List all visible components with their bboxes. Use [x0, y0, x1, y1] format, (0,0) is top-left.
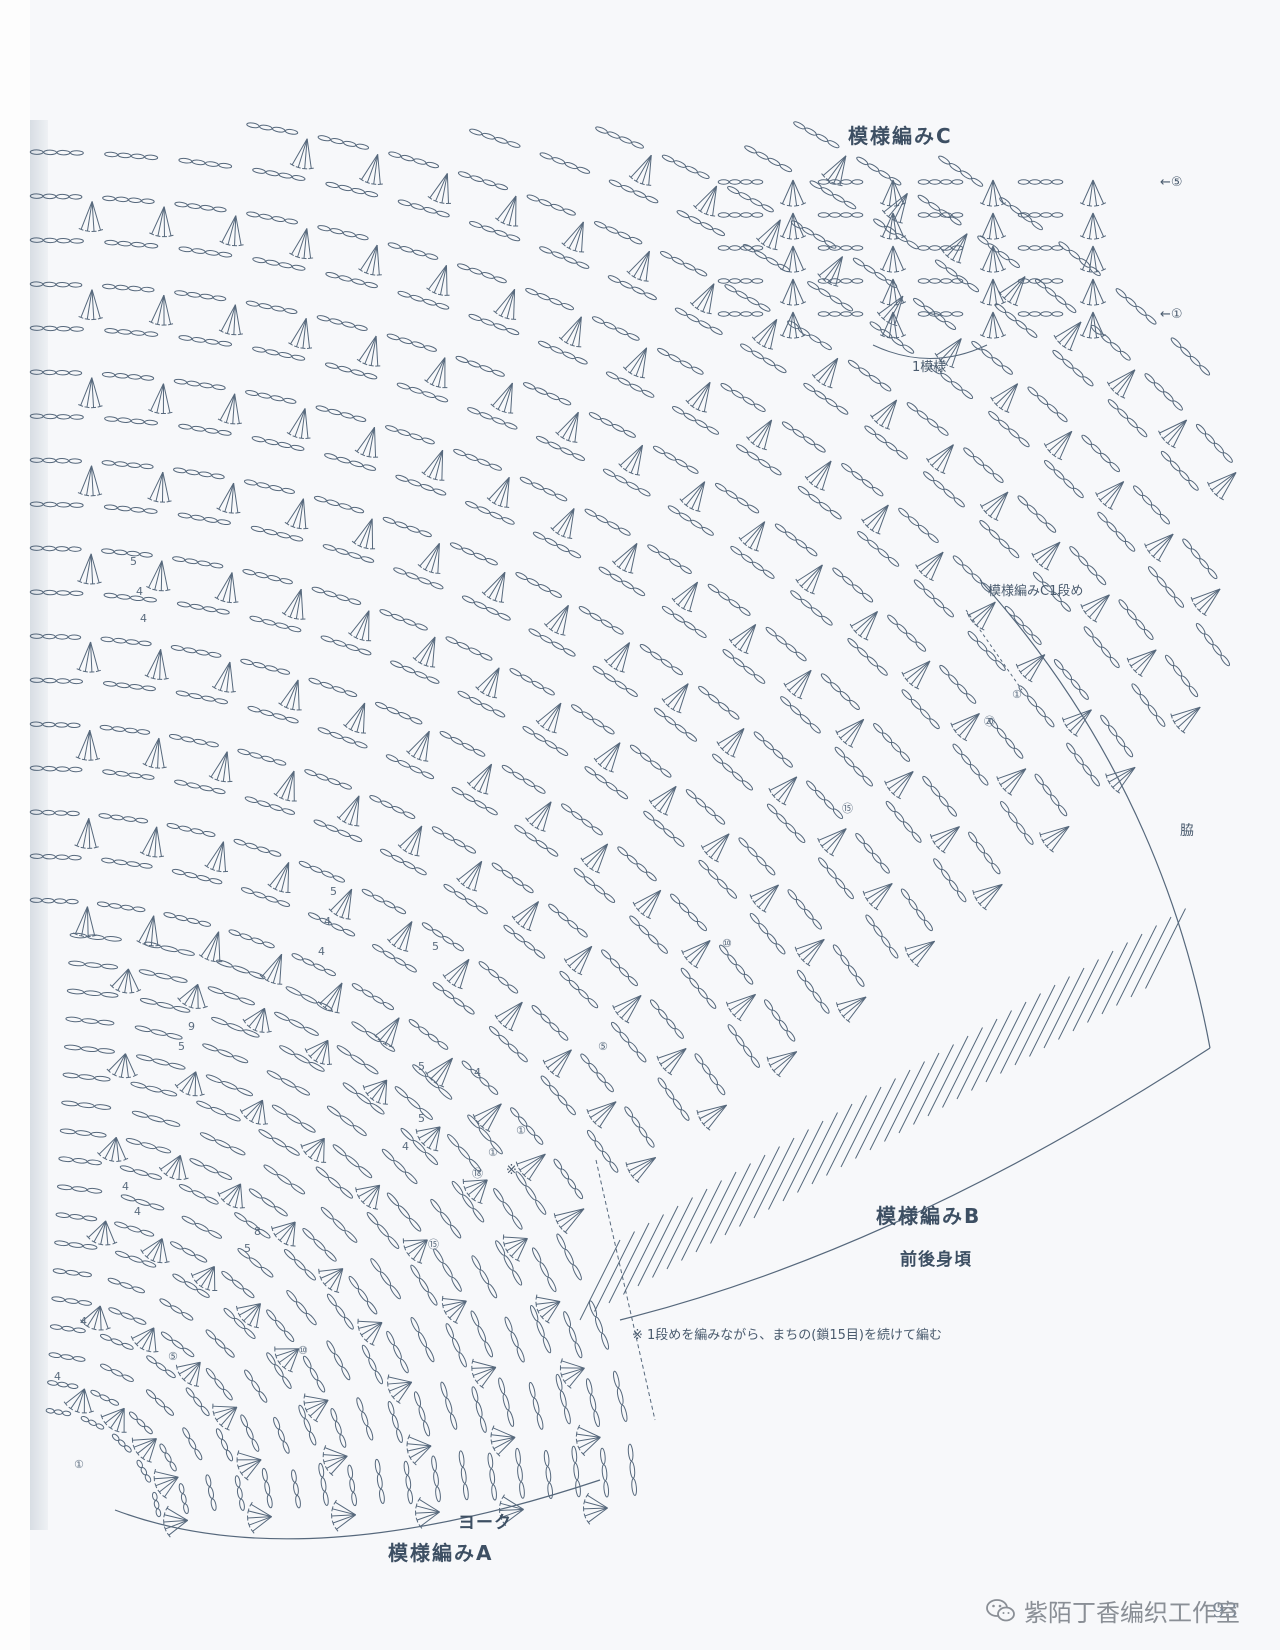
motif-number-5f: 5: [418, 1112, 425, 1125]
motif-number-4b: 4: [140, 612, 147, 625]
guide-lines: [595, 609, 1023, 1421]
motif-number-4h: 4: [134, 1205, 141, 1218]
wechat-icon: [986, 1598, 1015, 1621]
footnote: ※ 1段めを編みながら、まちの(鎖15目)を続けて編む: [632, 1328, 942, 1343]
motif-number-5c: 5: [432, 940, 439, 953]
side-note: 模様編みC1段め: [988, 584, 1084, 599]
motif-number-4f: 4: [402, 1140, 409, 1153]
row-number-18: ⑱: [472, 1167, 483, 1180]
page-number: 93: [1212, 1598, 1238, 1622]
row-number-15-body: ⑮: [842, 802, 853, 815]
pattern-c-repeat-label: 1模様: [912, 360, 947, 375]
pattern-c-row-top: ←⑤: [1160, 175, 1183, 190]
row-number-10-body: ⑩: [722, 937, 732, 950]
page-edge: [0, 0, 30, 1650]
row-number-5-yoke: ⑤: [168, 1350, 178, 1363]
row-number-1-body: ①: [1012, 688, 1022, 701]
pattern-c-title: 模様編みC: [848, 124, 953, 148]
row-number-5-body: ⑤: [598, 1040, 608, 1053]
motif-number-5g: 5: [244, 1242, 251, 1255]
yoke-label: ヨーク: [458, 1513, 512, 1533]
pattern-c-chart: [717, 179, 1107, 359]
motif-number-4i: 4: [80, 1315, 87, 1328]
motif-number-9: 9: [188, 1020, 195, 1033]
body-chart-pattern-b: [29, 121, 1237, 1321]
motif-number-8: 8: [254, 1225, 261, 1238]
binding-shadow: [30, 120, 48, 1530]
row-number-10-yoke: ⑩: [298, 1344, 308, 1357]
row-number-1-yoke: ①: [74, 1458, 84, 1471]
yoke-title: 模様編みA: [388, 1541, 494, 1565]
row-number-1-yoke-top: ①: [488, 1146, 498, 1159]
motif-number-4d: 4: [318, 945, 325, 958]
row-number-1-body-b: ①: [516, 1124, 526, 1137]
motif-number-4j: 4: [54, 1370, 61, 1383]
pattern-c-row-bottom: ←①: [1160, 307, 1183, 322]
side-label: 脇: [1180, 823, 1194, 839]
motif-number-5d: 5: [178, 1040, 185, 1053]
motif-number-4g: 4: [122, 1180, 129, 1193]
motif-number-4c: 4: [324, 915, 331, 928]
watermark-text: 紫陌丁香编织工作室: [1024, 1599, 1240, 1627]
motif-number-4e: 4: [474, 1066, 481, 1079]
motif-number-5b: 5: [330, 885, 337, 898]
footnote-mark: ※: [506, 1163, 517, 1178]
body-title: 模様編みB: [876, 1204, 982, 1228]
yoke-chart-pattern-a: [45, 932, 637, 1540]
row-number-15-yoke: ⑮: [428, 1238, 439, 1251]
watermark: 紫陌丁香编织工作室: [986, 1593, 1240, 1628]
motif-number-5a: 5: [130, 555, 137, 568]
motif-number-4a: 4: [136, 585, 143, 598]
row-number-20: ⑳: [984, 715, 995, 728]
motif-number-5e: 5: [418, 1060, 425, 1073]
body-subtitle: 前後身頃: [900, 1250, 972, 1270]
